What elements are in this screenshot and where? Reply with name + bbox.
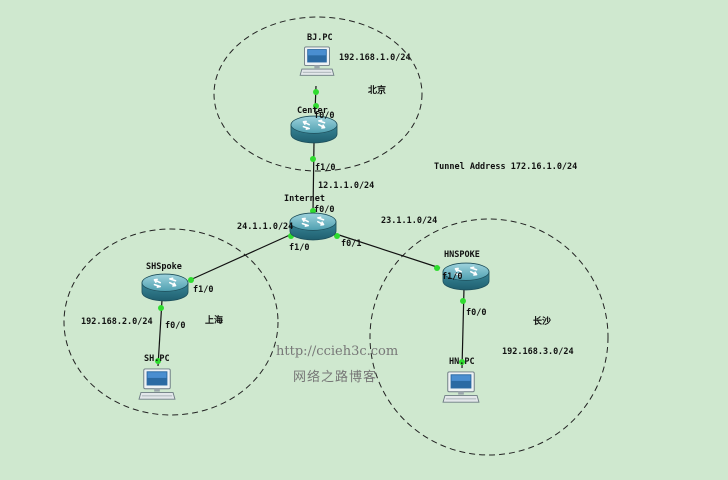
internet-label: Internet bbox=[284, 194, 325, 204]
link-center-internet bbox=[312, 141, 315, 213]
port-status-dot bbox=[310, 156, 316, 162]
center-f10-label: f1/0 bbox=[315, 163, 335, 173]
sh-pc-label: SH.PC bbox=[144, 354, 170, 364]
port-status-dot bbox=[434, 265, 440, 271]
bj-pc-label: BJ.PC bbox=[307, 33, 333, 43]
hnspoke-label: HNSPOKE bbox=[444, 250, 480, 260]
port-status-dot bbox=[155, 358, 161, 364]
internet-f01-label: f0/1 bbox=[341, 239, 361, 249]
tunnel-address-label: Tunnel Address 172.16.1.0/24 bbox=[434, 162, 577, 172]
port-status-dot bbox=[188, 277, 194, 283]
shspoke-router[interactable] bbox=[141, 273, 189, 302]
sh-link-subnet-label: 24.1.1.0/24 bbox=[237, 222, 293, 232]
port-status-dot bbox=[158, 305, 164, 311]
center-link-subnet-label: 12.1.1.0/24 bbox=[318, 181, 374, 191]
hn-link-subnet-label: 23.1.1.0/24 bbox=[381, 216, 437, 226]
hnspoke-f00-label: f0/0 bbox=[466, 308, 486, 318]
watermark-url: http://ccieh3c.com bbox=[276, 344, 398, 359]
link-internet-hnspoke bbox=[335, 233, 441, 269]
hnspoke-f10-label: f1/0 bbox=[442, 272, 462, 282]
port-status-dot bbox=[310, 208, 316, 214]
internet-f10-label: f1/0 bbox=[289, 243, 309, 253]
port-status-dot bbox=[313, 103, 319, 109]
site-beijing-boundary bbox=[213, 16, 423, 172]
port-status-dot bbox=[459, 359, 465, 365]
hn-pc-device[interactable] bbox=[442, 371, 480, 403]
internet-f00-label: f0/0 bbox=[314, 205, 334, 215]
shspoke-f10-label: f1/0 bbox=[193, 285, 213, 295]
center-label: Center bbox=[297, 106, 328, 116]
shanghai-site-label: 上海 bbox=[205, 314, 223, 326]
port-status-dot bbox=[313, 89, 319, 95]
shspoke-label: SHSpoke bbox=[146, 262, 182, 272]
bj-subnet-label: 192.168.1.0/24 bbox=[339, 53, 411, 63]
site-changsha-boundary bbox=[369, 218, 609, 456]
site-shanghai-boundary bbox=[63, 228, 279, 416]
bj-pc-device[interactable] bbox=[299, 46, 335, 76]
link-internet-shspoke bbox=[189, 233, 293, 281]
hn-subnet-label: 192.168.3.0/24 bbox=[502, 347, 574, 357]
center-f00-label: f0/0 bbox=[314, 111, 334, 121]
beijing-site-label: 北京 bbox=[368, 84, 386, 96]
shspoke-f00-label: f0/0 bbox=[165, 321, 185, 331]
link-shspoke-shpc bbox=[157, 299, 163, 367]
changsha-site-label: 长沙 bbox=[533, 315, 551, 327]
watermark-blog-name: 网络之路博客 bbox=[293, 369, 377, 385]
internet-router[interactable] bbox=[289, 212, 337, 241]
sh-subnet-label: 192.168.2.0/24 bbox=[81, 317, 153, 327]
port-status-dot bbox=[334, 233, 340, 239]
hn-pc-label: HN.PC bbox=[449, 357, 475, 367]
port-status-dot bbox=[460, 298, 466, 304]
sh-pc-device[interactable] bbox=[138, 368, 176, 400]
